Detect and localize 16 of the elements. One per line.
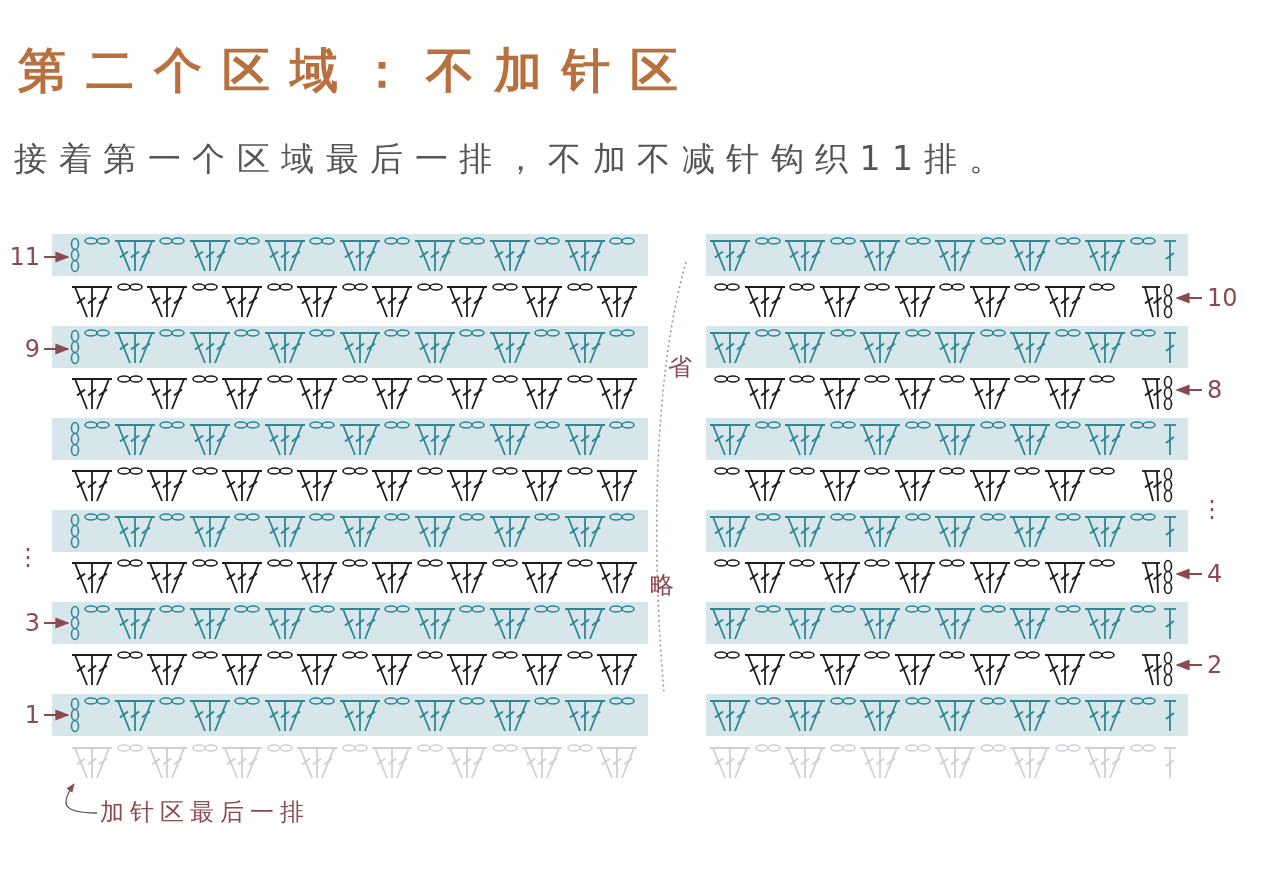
omission-note: 省 (668, 355, 693, 379)
row-number: 2 (1207, 653, 1224, 677)
row-number: 3 (23, 611, 40, 635)
ellipsis-mark: ⋮ (15, 545, 40, 569)
subtitle: 接着第一个区域最后一排，不加不减针钩织11排。 (14, 138, 1014, 180)
row-number: 4 (1207, 562, 1224, 586)
note-text: 加针区最后一排 (100, 798, 310, 827)
leader-line (65, 783, 98, 814)
omission-note: 略 (650, 573, 675, 597)
row-number: 10 (1207, 286, 1239, 310)
row-number: 1 (23, 703, 40, 727)
row-number: 9 (23, 337, 40, 361)
row-number: 11 (8, 245, 40, 269)
ellipsis-mark: ⋮ (1200, 497, 1225, 521)
title: 第二个区域：不加针区 (18, 42, 698, 100)
row-number: 8 (1207, 378, 1224, 402)
